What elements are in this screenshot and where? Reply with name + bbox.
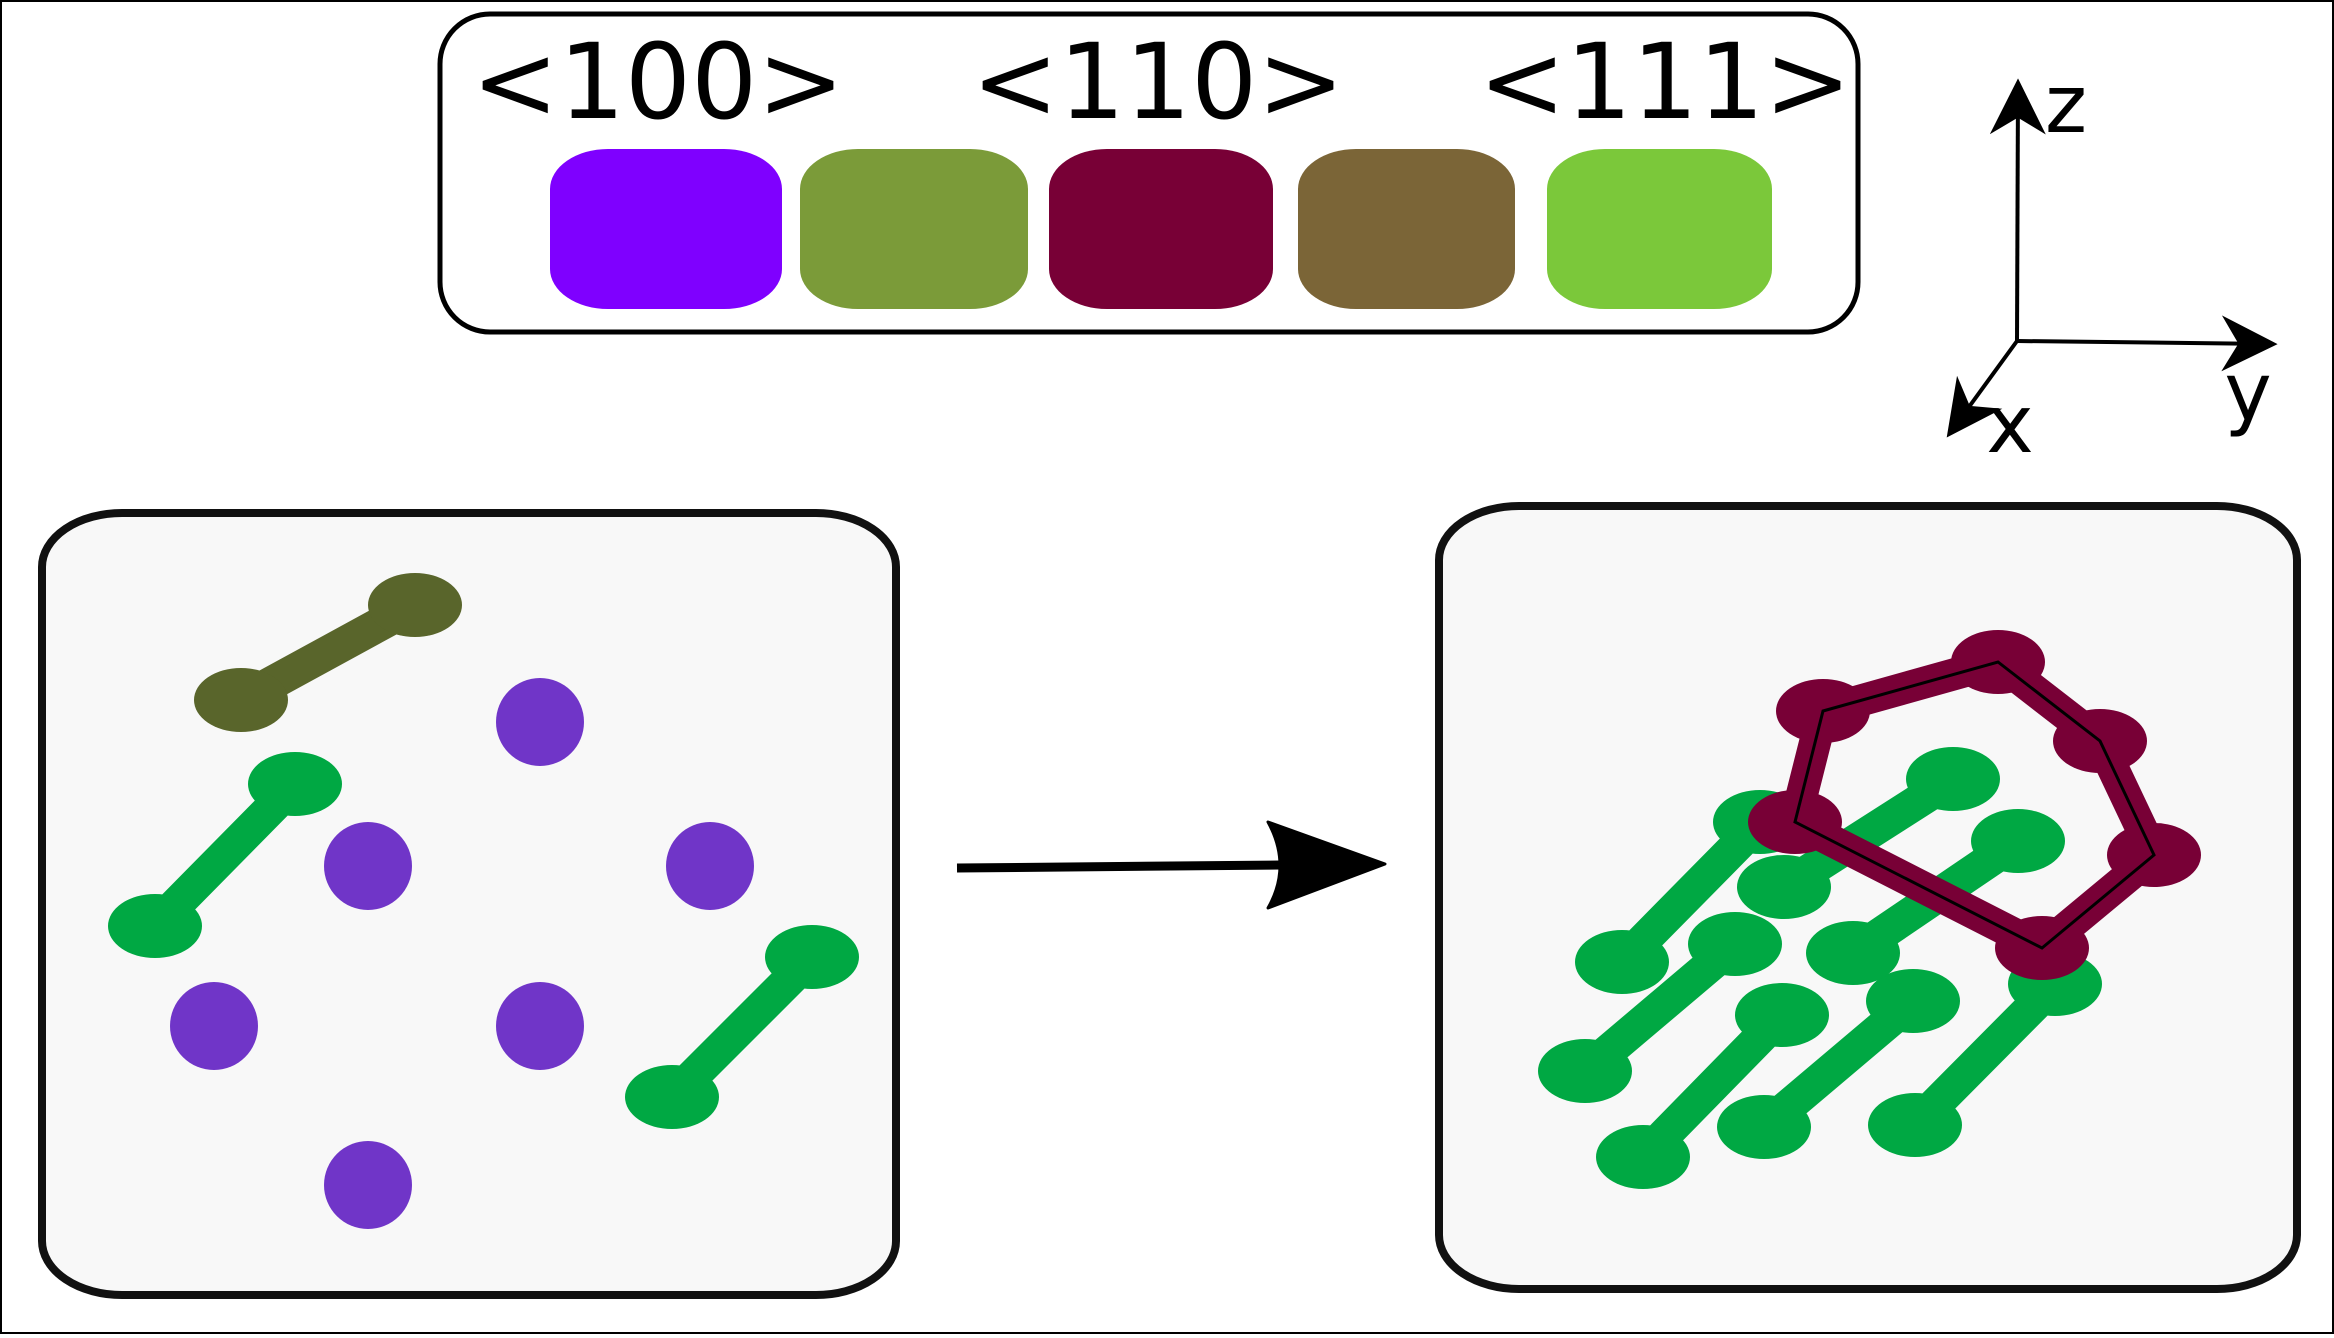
green-dimer-4 [1717, 969, 1960, 1159]
coordinate-axes: z y x [1946, 58, 2278, 471]
legend-label-111: <111> [1479, 21, 1852, 143]
green-dimer-3 [1596, 983, 1829, 1189]
right-panel-box [1435, 502, 2301, 1293]
green-dimer-upper [108, 752, 342, 958]
olive-dimer-atom-a [194, 668, 288, 732]
green-dimer-1-atom-a [1575, 930, 1669, 994]
z-axis-label: z [2045, 58, 2087, 151]
green-dimer-5-atom-a [1868, 1093, 1962, 1157]
legend-label-110: <110> [972, 21, 1345, 143]
purple-monomer-6 [324, 1141, 412, 1229]
legend-label-100: <100> [472, 21, 845, 143]
y-axis-label: y [2224, 346, 2271, 439]
z-axis [1989, 78, 2046, 342]
green-dimer-upper-atom-b [248, 752, 342, 816]
left-panel [38, 509, 900, 1299]
green-dimer-3-atom-b [1735, 983, 1829, 1047]
olive-dimer [194, 573, 462, 732]
purple-monomer-4 [170, 982, 258, 1070]
green-dimer-6 [1737, 747, 2000, 919]
purple-monomer-5 [496, 982, 584, 1070]
green-dimer-lower-atom-b [765, 925, 859, 989]
green-dimer-2 [1538, 912, 1782, 1103]
x-axis-label: x [1986, 378, 2033, 471]
green-dimer-2-atom-a [1538, 1039, 1632, 1103]
transformation-arrow [956, 820, 1387, 910]
green-dimer-6-atom-a [1737, 855, 1831, 919]
legend: <100> <110> <111> [437, 11, 1861, 335]
purple-monomer-2 [324, 822, 412, 910]
green-dimer-6-atom-b [1906, 747, 2000, 811]
green-dimer-3-atom-a [1596, 1125, 1690, 1189]
arrow-shaft [956, 860, 1281, 873]
maroon-ring [1748, 630, 2201, 980]
olive-dimer-atom-b [368, 573, 462, 637]
arrow-head [1266, 820, 1387, 910]
green-dimer-lower [625, 925, 859, 1129]
maroon-ring-outline [1793, 660, 2156, 950]
y-axis [2016, 315, 2278, 372]
swatch-100 [550, 149, 782, 309]
green-dimer-7-atom-b [1971, 809, 2065, 873]
swatch-110a [800, 149, 1028, 309]
swatch-110b [1049, 149, 1273, 309]
right-panel [1435, 502, 2301, 1293]
purple-monomer-3 [666, 822, 754, 910]
swatch-111b [1547, 149, 1772, 309]
swatch-111a [1298, 149, 1515, 309]
green-dimer-upper-atom-a [108, 894, 202, 958]
purple-monomer-1 [496, 678, 584, 766]
green-dimer-lower-atom-a [625, 1065, 719, 1129]
green-dimer-4-atom-b [1866, 969, 1960, 1033]
x-axis [1946, 339, 2019, 438]
green-dimer-7-atom-a [1806, 921, 1900, 985]
green-dimer-4-atom-a [1717, 1095, 1811, 1159]
green-dimer-2-atom-b [1688, 912, 1782, 976]
